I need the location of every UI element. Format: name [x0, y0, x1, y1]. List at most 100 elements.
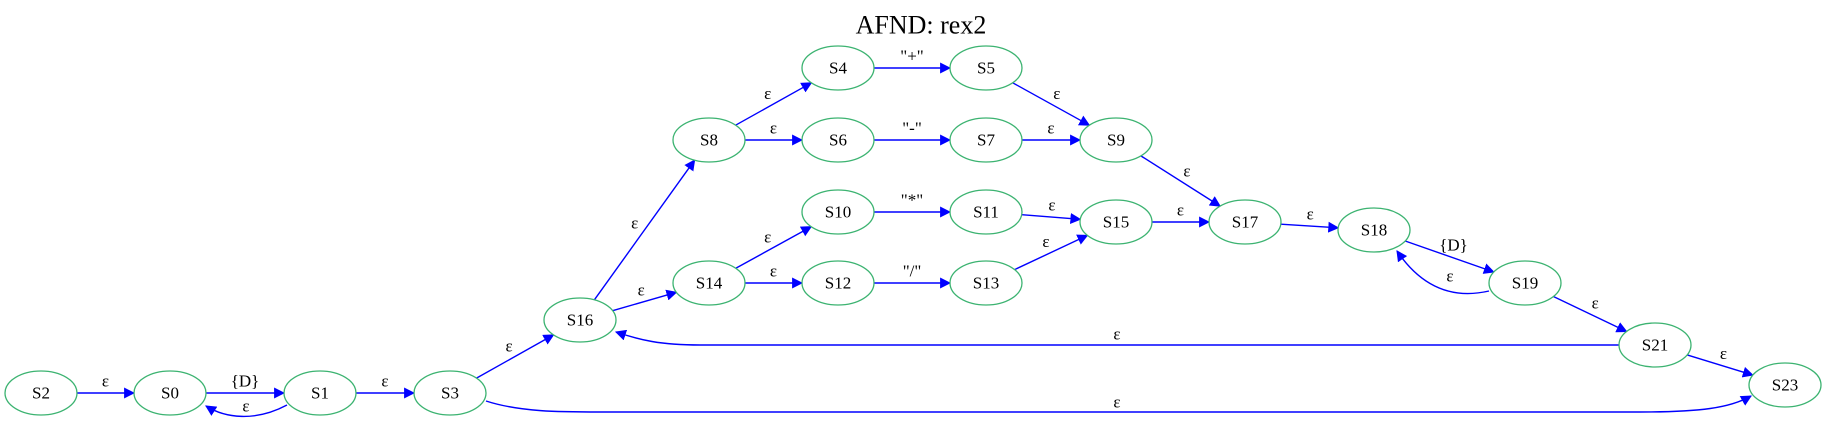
- edge-s21-s23: [1686, 354, 1754, 378]
- state-label: S10: [825, 203, 851, 222]
- edge-label-s1-s3: ε: [381, 372, 388, 391]
- state-label: S1: [311, 384, 329, 403]
- state-node-s8: S8: [672, 117, 746, 163]
- state-node-s18: S18: [1337, 207, 1411, 253]
- state-label: S7: [977, 131, 995, 150]
- state-ellipse: [1488, 260, 1562, 306]
- state-ellipse: [1079, 117, 1153, 163]
- state-ellipse: [949, 260, 1023, 306]
- state-ellipse: [949, 189, 1023, 235]
- state-node-s11: S11: [949, 189, 1023, 235]
- edge-s19-s18: [1396, 250, 1490, 295]
- state-label: S3: [441, 384, 459, 403]
- state-ellipse: [283, 370, 357, 416]
- state-ellipse: [1337, 207, 1411, 253]
- edge-label-s11-s15: ε: [1048, 196, 1055, 215]
- state-node-s23: S23: [1748, 362, 1822, 408]
- edge-label-s8-s4: ε: [764, 84, 771, 103]
- edge-label-s14-s12: ε: [770, 262, 777, 281]
- state-label: S11: [973, 203, 999, 222]
- state-node-s2: S2: [4, 370, 78, 416]
- state-label: S0: [161, 384, 179, 403]
- state-ellipse: [1748, 362, 1822, 408]
- edge-label-s5-s9: ε: [1053, 84, 1060, 103]
- state-label: S15: [1103, 213, 1129, 232]
- state-ellipse: [672, 117, 746, 163]
- state-label: S6: [829, 131, 847, 150]
- edge-label-s18-s19: {D}: [1439, 236, 1468, 255]
- state-node-s16: S16: [543, 297, 617, 343]
- edge-label-s21-s16: ε: [1113, 325, 1120, 344]
- edge-s14-s10: [735, 226, 813, 269]
- edge-label-s13-s15: ε: [1042, 232, 1049, 251]
- edge-label-s3-s16: ε: [506, 337, 513, 356]
- state-node-s12: S12: [801, 260, 875, 306]
- edge-s11-s15: [1021, 213, 1082, 225]
- edge-label-s16-s14: ε: [638, 281, 645, 300]
- state-ellipse: [949, 117, 1023, 163]
- state-ellipse: [133, 370, 207, 416]
- edge-s9-s17: [1140, 155, 1222, 207]
- edge-label-s19-s18: ε: [1446, 267, 1453, 286]
- edge-s16-s8: [593, 159, 696, 301]
- state-node-s0: S0: [133, 370, 207, 416]
- state-label: S12: [825, 274, 851, 293]
- edge-s16-s14: [612, 289, 678, 312]
- edge-s13-s15: [1014, 234, 1089, 271]
- edge-label-s14-s10: ε: [764, 228, 771, 247]
- edge-label-s2-s0: ε: [102, 372, 109, 391]
- state-node-s6: S6: [801, 117, 875, 163]
- state-node-s19: S19: [1488, 260, 1562, 306]
- state-node-s21: S21: [1618, 322, 1692, 368]
- state-node-s13: S13: [949, 260, 1023, 306]
- edge-s5-s9: [1012, 82, 1091, 126]
- state-node-s9: S9: [1079, 117, 1153, 163]
- state-node-s14: S14: [672, 260, 746, 306]
- edge-label-s9-s17: ε: [1183, 161, 1190, 180]
- state-ellipse: [949, 45, 1023, 91]
- state-label: S9: [1107, 131, 1125, 150]
- state-ellipse: [801, 45, 875, 91]
- state-node-s10: S10: [801, 189, 875, 235]
- edge-s3-s16: [476, 334, 555, 379]
- edge-s1-s0: [205, 404, 288, 418]
- state-ellipse: [1079, 199, 1153, 245]
- state-ellipse: [4, 370, 78, 416]
- state-node-s4: S4: [801, 45, 875, 91]
- state-label: S5: [977, 59, 995, 78]
- edge-s18-s19: [1404, 240, 1495, 274]
- state-ellipse: [801, 189, 875, 235]
- state-ellipse: [801, 260, 875, 306]
- state-label: S21: [1642, 336, 1668, 355]
- state-node-s15: S15: [1079, 199, 1153, 245]
- edge-label-s16-s8: ε: [631, 214, 638, 233]
- state-ellipse: [543, 297, 617, 343]
- state-label: S18: [1361, 221, 1387, 240]
- state-label: S8: [700, 131, 718, 150]
- edge-label-s12-s13: "/": [903, 262, 922, 281]
- state-ellipse: [1208, 199, 1282, 245]
- state-ellipse: [801, 117, 875, 163]
- state-label: S4: [829, 59, 847, 78]
- edge-label-s3-s23: ε: [1113, 393, 1120, 412]
- state-label: S17: [1232, 213, 1259, 232]
- edge-label-s21-s23: ε: [1720, 344, 1727, 363]
- edge-label-s8-s6: ε: [770, 119, 777, 138]
- edge-label-s0-s1: {D}: [231, 372, 260, 391]
- state-ellipse: [413, 370, 487, 416]
- state-node-s3: S3: [413, 370, 487, 416]
- edge-s17-s18: [1280, 221, 1340, 233]
- state-node-s1: S1: [283, 370, 357, 416]
- edge-s19-s21: [1553, 295, 1628, 333]
- edges-layer: [77, 62, 1754, 418]
- edge-label-s10-s11: "*": [901, 191, 923, 210]
- state-node-s17: S17: [1208, 199, 1282, 245]
- state-ellipse: [1618, 322, 1692, 368]
- edge-label-s1-s0: ε: [242, 397, 249, 416]
- edge-label-s7-s9: ε: [1047, 119, 1054, 138]
- edge-label-s19-s21: ε: [1592, 294, 1599, 313]
- state-node-s7: S7: [949, 117, 1023, 163]
